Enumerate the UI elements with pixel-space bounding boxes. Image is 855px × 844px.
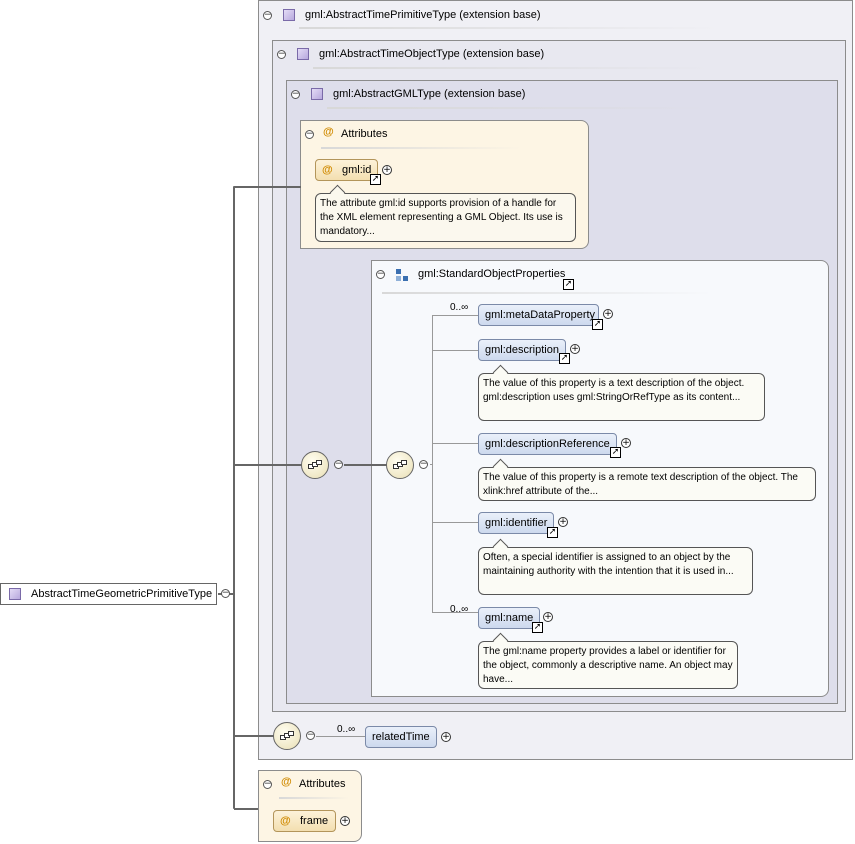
plus-icon[interactable]: + xyxy=(558,517,568,527)
link-arrow-icon[interactable]: ➚ xyxy=(532,622,543,633)
identifier-note: Often, a special identifier is assigned … xyxy=(478,547,753,595)
attribute-frame[interactable]: @ frame xyxy=(273,810,336,832)
element-label: gml:descriptionReference xyxy=(485,438,610,450)
plus-icon[interactable]: + xyxy=(543,612,553,622)
element-label: gml:identifier xyxy=(485,517,548,529)
cardinality: 0..∞ xyxy=(337,724,356,735)
link-arrow-icon[interactable]: ➚ xyxy=(547,527,558,538)
connector-line xyxy=(432,612,478,613)
link-arrow-icon[interactable]: ➚ xyxy=(610,447,621,458)
type-icon xyxy=(297,48,309,60)
at-icon: @ xyxy=(280,815,291,827)
collapse-icon[interactable]: − xyxy=(306,730,315,740)
plus-icon[interactable]: + xyxy=(621,438,631,448)
connector-line xyxy=(432,350,478,351)
element-description[interactable]: gml:description xyxy=(478,339,566,361)
collapse-icon[interactable]: − xyxy=(277,49,286,59)
connector-line xyxy=(234,186,301,188)
plus-icon[interactable]: + xyxy=(603,309,613,319)
description-note: The value of this property is a text des… xyxy=(478,373,765,421)
connector-line xyxy=(432,522,478,523)
base-type-label: gml:AbstractTimeObjectType (extension ba… xyxy=(319,48,545,60)
element-related-time[interactable]: relatedTime xyxy=(365,726,437,748)
plus-icon[interactable]: + xyxy=(570,344,580,354)
connector-line xyxy=(233,186,235,809)
collapse-icon[interactable]: − xyxy=(419,459,428,469)
name-note: The gml:name property provides a label o… xyxy=(478,641,738,689)
at-icon: @ xyxy=(323,126,334,138)
base-type-label: gml:AbstractTimePrimitiveType (extension… xyxy=(305,9,541,21)
attributes-title: Attributes xyxy=(299,778,346,790)
element-label: gml:metaDataProperty xyxy=(485,309,596,321)
element-label: relatedTime xyxy=(372,731,430,743)
collapse-icon[interactable]: − xyxy=(221,588,230,598)
collapse-icon[interactable]: − xyxy=(291,89,300,99)
plus-icon[interactable]: + xyxy=(382,165,392,175)
gml-id-note: The attribute gml:id supports provision … xyxy=(315,193,576,242)
element-identifier[interactable]: gml:identifier xyxy=(478,512,554,534)
connector-line xyxy=(432,315,433,612)
header-divider xyxy=(382,292,712,294)
group-label: gml:StandardObjectProperties xyxy=(418,268,566,280)
collapse-icon[interactable]: − xyxy=(263,779,272,789)
element-name[interactable]: gml:name xyxy=(478,607,540,629)
base-type-label: gml:AbstractGMLType (extension base) xyxy=(333,88,526,100)
collapse-icon[interactable]: − xyxy=(376,269,385,279)
connector-line xyxy=(234,735,274,737)
collapse-icon[interactable]: − xyxy=(305,129,314,139)
link-arrow-icon[interactable]: ➚ xyxy=(559,353,570,364)
cardinality: 0..∞ xyxy=(450,302,469,313)
connector-line xyxy=(234,464,302,466)
connector-line xyxy=(432,443,478,444)
collapse-icon[interactable]: − xyxy=(263,10,272,20)
link-arrow-icon[interactable]: ➚ xyxy=(592,319,603,330)
model-group-icon xyxy=(396,269,409,282)
collapse-icon[interactable]: − xyxy=(334,459,343,469)
attribute-gml-id[interactable]: @ gml:id xyxy=(315,159,378,181)
element-label: gml:name xyxy=(485,612,534,624)
at-icon: @ xyxy=(281,776,292,788)
attribute-label: gml:id xyxy=(342,164,372,176)
connector-line xyxy=(344,464,387,466)
link-arrow-icon[interactable]: ➚ xyxy=(370,174,381,185)
cardinality: 0..∞ xyxy=(450,604,469,615)
element-metadata-property[interactable]: gml:metaDataProperty xyxy=(478,304,599,326)
plus-icon[interactable]: + xyxy=(441,732,451,742)
link-arrow-icon[interactable]: ➚ xyxy=(563,279,574,290)
sequence-compositor-icon[interactable] xyxy=(273,722,301,750)
element-label: gml:description xyxy=(485,344,559,356)
header-divider xyxy=(321,147,521,149)
plus-icon[interactable]: + xyxy=(340,816,350,826)
type-icon xyxy=(283,9,295,21)
connector-line xyxy=(316,736,366,737)
header-divider xyxy=(299,27,719,29)
header-divider xyxy=(279,797,349,799)
root-type-label: AbstractTimeGeometricPrimitiveType xyxy=(31,588,213,600)
type-icon xyxy=(311,88,323,100)
header-divider xyxy=(327,107,707,109)
connector-line xyxy=(234,808,259,810)
element-description-reference[interactable]: gml:descriptionReference xyxy=(478,433,617,455)
description-reference-note: The value of this property is a remote t… xyxy=(478,467,816,501)
type-icon xyxy=(9,588,21,600)
at-icon: @ xyxy=(322,164,333,176)
sequence-compositor-icon[interactable] xyxy=(301,451,329,479)
sequence-compositor-icon[interactable] xyxy=(386,451,414,479)
attributes-title: Attributes xyxy=(341,128,388,140)
attribute-label: frame xyxy=(300,815,329,827)
connector-line xyxy=(430,464,433,465)
root-type[interactable]: AbstractTimeGeometricPrimitiveType xyxy=(0,583,217,605)
connector-line xyxy=(432,315,478,316)
header-divider xyxy=(313,67,713,69)
